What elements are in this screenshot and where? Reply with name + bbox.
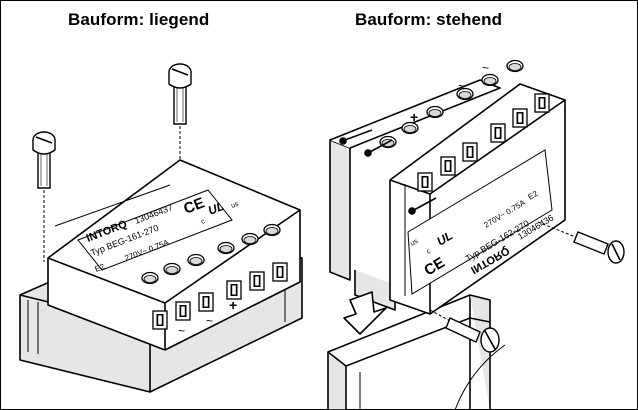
- left-ce-mark: CE: [181, 194, 207, 217]
- left-ul-us: us: [230, 201, 240, 210]
- right-mounting-rail: [327, 294, 491, 410]
- left-screw-2: [168, 63, 192, 160]
- svg-text:~: ~: [206, 314, 213, 328]
- right-tilde-1: ~: [458, 79, 465, 93]
- svg-text:us: us: [409, 238, 419, 248]
- left-screw-1: [32, 131, 56, 262]
- left-tilde-1: ~: [206, 314, 213, 328]
- right-screw-bottom: [429, 309, 500, 353]
- svg-text:~: ~: [458, 79, 465, 93]
- right-plus-sign: +: [410, 109, 418, 125]
- svg-text:~: ~: [178, 324, 185, 338]
- right-ul-c: c: [425, 248, 432, 256]
- mounting-direction-arrow: [343, 291, 387, 335]
- svg-text:+: +: [229, 297, 237, 313]
- left-ul-mark: UL: [206, 199, 226, 218]
- right-back-wire: [454, 344, 506, 410]
- svg-text:us: us: [230, 201, 240, 210]
- title-horizontal-mounting: Bauform: liegend: [68, 10, 210, 29]
- left-tilde-2: ~: [178, 324, 185, 338]
- left-device-label-area: [77, 189, 233, 271]
- title-vertical-mounting: Bauform: stehend: [355, 10, 503, 29]
- svg-text:c: c: [425, 248, 432, 256]
- right-connector-symbol: [339, 129, 373, 145]
- left-ul-c: c: [200, 218, 206, 226]
- svg-text:E2: E2: [93, 262, 106, 274]
- svg-text:+: +: [410, 109, 418, 125]
- svg-text:c: c: [200, 218, 206, 226]
- right-tilde-2: ~: [482, 61, 489, 75]
- right-device-label-area: [407, 149, 553, 295]
- svg-text:CE: CE: [181, 194, 207, 217]
- svg-text:UL: UL: [206, 199, 226, 218]
- left-e2: E2: [93, 262, 106, 274]
- left-plus-sign: +: [229, 297, 237, 313]
- svg-text:~: ~: [482, 61, 489, 75]
- right-wire-symbol: [364, 139, 437, 215]
- right-ul-us: us: [409, 238, 419, 248]
- right-screw-side: [537, 221, 625, 264]
